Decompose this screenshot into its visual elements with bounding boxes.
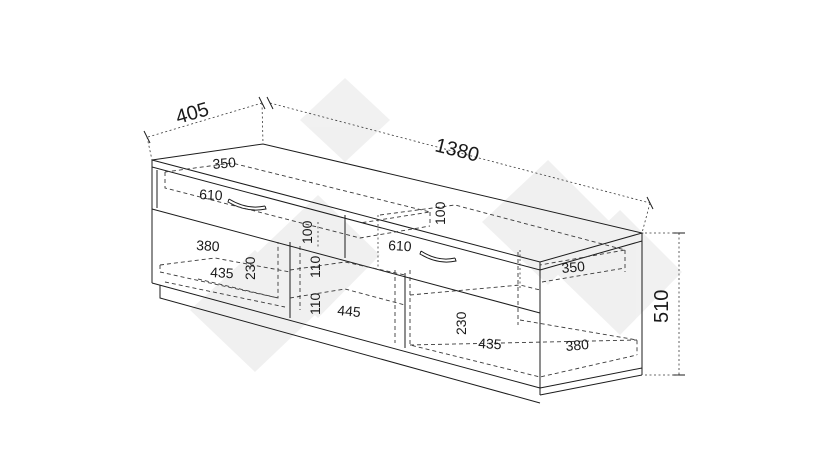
- label-right-compartment-width: 435: [478, 335, 502, 352]
- label-overall-depth: 405: [173, 98, 211, 128]
- label-drawer-right-depth: 350: [561, 258, 586, 276]
- label-drawer-right-height: 100: [432, 201, 448, 225]
- label-left-compartment-depth: 380: [196, 237, 220, 254]
- top-front-edge: [151, 160, 541, 271]
- drawer-handles: [227, 198, 457, 263]
- label-drawer-left-height: 100: [299, 220, 315, 244]
- label-middle-shelf-width: 445: [337, 302, 362, 320]
- hidden-lines: [159, 162, 638, 378]
- label-drawer-left-depth: 350: [212, 154, 237, 172]
- label-right-compartment-depth: 380: [565, 336, 590, 354]
- plinth: [159, 285, 541, 404]
- label-right-compartment-height: 230: [453, 311, 469, 335]
- label-left-compartment-width: 435: [210, 264, 234, 281]
- label-overall-width: 1380: [433, 135, 482, 167]
- handle-left-icon: [227, 198, 267, 211]
- label-overall-height: 510: [651, 290, 673, 323]
- dimension-lines: [143, 96, 685, 376]
- label-left-compartment-height: 230: [242, 256, 258, 280]
- label-drawer-left-width: 610: [199, 186, 223, 203]
- label-middle-upper-height: 110: [307, 255, 323, 278]
- label-middle-lower-height: 110: [307, 292, 323, 315]
- handle-right-icon: [419, 250, 457, 263]
- cabinet-outline: [151, 143, 644, 404]
- label-drawer-right-width: 610: [388, 237, 412, 254]
